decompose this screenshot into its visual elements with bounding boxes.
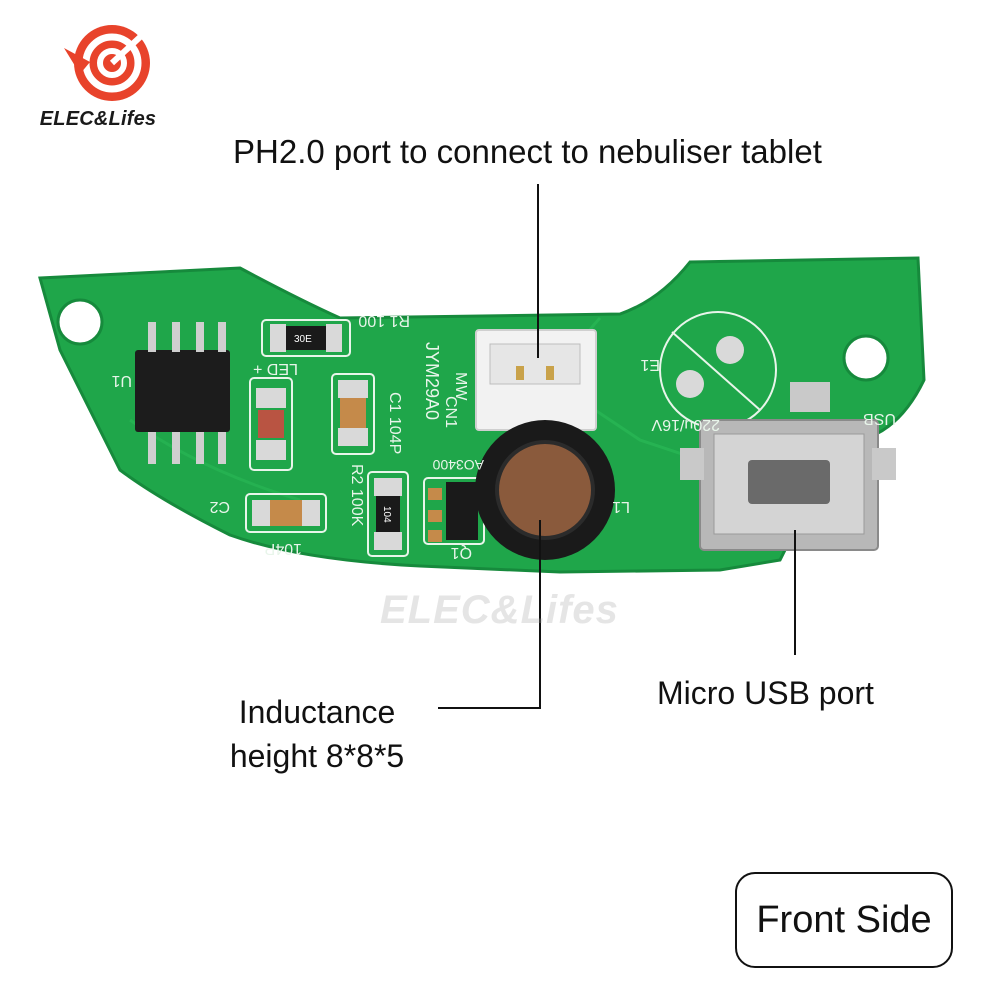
resistor-r2 [367,471,409,557]
inductance-line-2: height 8*8*5 [229,738,405,774]
capacitor-c2 [245,493,327,533]
silk-ao3400: AO3400 [432,457,484,473]
micro-usb-connector [680,382,896,551]
silk-c1: C1 104P [386,392,403,454]
silk-c2: C2 [209,498,230,515]
target-icon [64,20,158,101]
capacitor-c1 [331,373,375,455]
silk-r2-code: 104 [381,506,392,523]
silk-cap-value: 220u/16V [651,416,720,433]
silk-c2-value: 104P [265,540,302,557]
mounting-hole-left [56,298,104,346]
silk-led: LED + [253,360,298,377]
inductance-line-1: Inductance [238,694,396,730]
micro-usb-callout: Micro USB port [657,675,874,711]
silk-r2: R2 100K [348,464,365,527]
silk-q1: Q1 [451,544,472,561]
transistor-q1 [423,477,485,545]
watermark-text: ELEC&Lifes [380,588,619,632]
inductor-l1 [475,420,615,560]
silk-usb: USB [863,410,896,427]
led [249,377,293,471]
front-side-badge: Front Side [735,872,953,968]
silk-board-id: JYM29A0 [422,342,442,420]
capacitor-e1 [659,311,777,429]
ph20-connector [475,329,597,431]
ph20-port-callout: PH2.0 port to connect to nebuliser table… [233,133,822,170]
silk-r1-code: 30E [294,334,312,345]
mounting-hole-right [842,334,890,382]
brand-name: ELEC&Lifes [39,108,157,130]
silk-r1: R1 100 [358,312,410,329]
ic-u1 [135,322,230,464]
silk-e1: E1 [640,356,660,373]
brand-logo: ELEC&Lifes [28,18,158,138]
front-side-label: Front Side [756,898,932,941]
silk-u1: U1 [111,372,132,389]
inductance-leader-line [438,520,541,709]
inductance-callout: Inductance height 8*8*5 [207,690,427,778]
resistor-r1 [261,319,351,357]
silk-mw: MW [452,372,469,401]
silk-l1: L1 [612,498,630,515]
silk-cn1: CN1 [442,396,459,428]
